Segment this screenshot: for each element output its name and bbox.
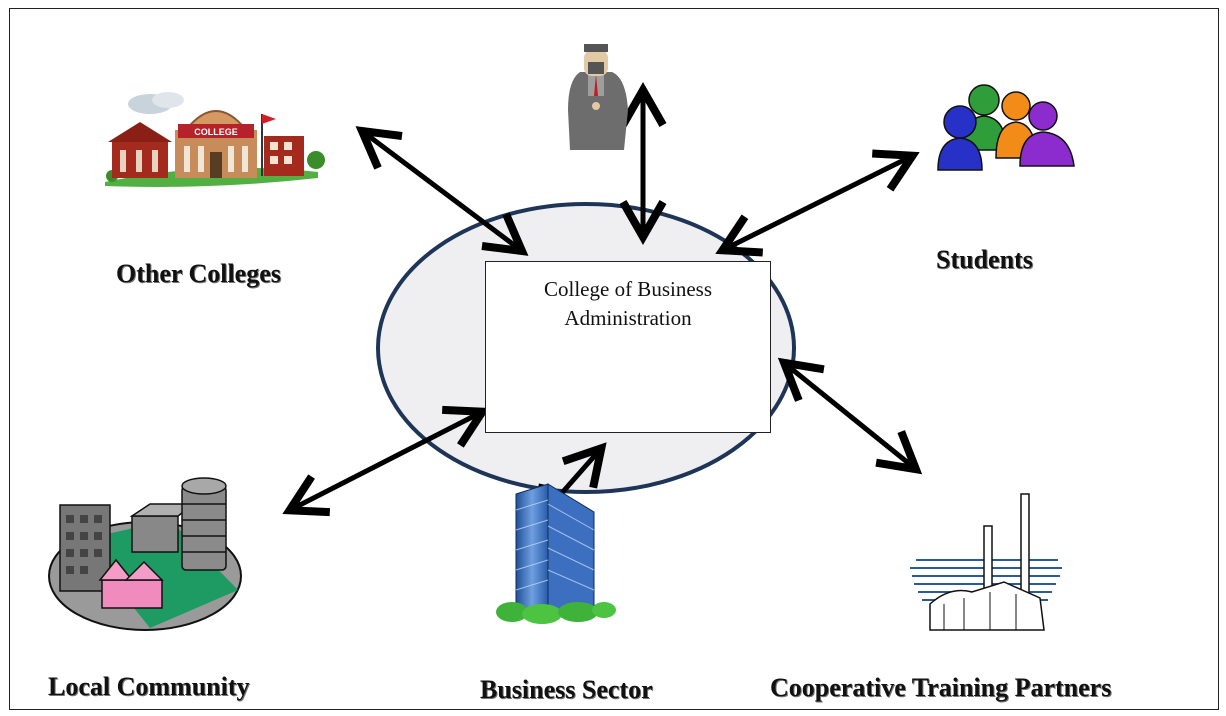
label-business-sector: Business Sector	[480, 675, 653, 704]
local-community-icon	[48, 477, 242, 631]
label-students: Students	[936, 245, 1033, 274]
arrow-students	[715, 149, 920, 257]
factory-plant-icon	[910, 493, 1062, 631]
faculty-person-icon	[568, 44, 628, 150]
center-title-line2: Administration	[564, 306, 692, 330]
arrow-local-community	[282, 405, 490, 517]
arrow-other-colleges	[355, 126, 529, 256]
label-cooperative-training: Cooperative Training Partners	[770, 673, 1112, 702]
arrow-cooperative	[777, 357, 923, 475]
center-box: College of Business Administration	[485, 261, 771, 433]
college-sign-text: COLLEGE	[194, 127, 238, 137]
business-tower-icon	[496, 483, 616, 624]
label-local-community: Local Community	[48, 672, 250, 701]
center-title-line1: College of Business	[544, 277, 712, 301]
label-other-colleges: Other Colleges	[116, 259, 281, 288]
students-group-icon	[937, 84, 1075, 171]
college-campus-icon: COLLEGE	[105, 92, 325, 187]
